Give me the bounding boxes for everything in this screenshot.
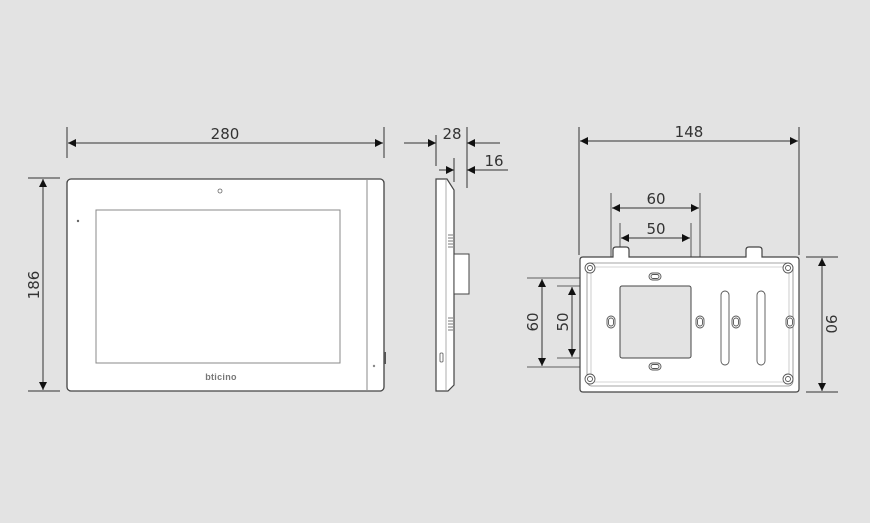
sensor-dot (372, 364, 376, 368)
side-port (439, 352, 444, 363)
hole-spacing-h-inner-label: 50 (646, 220, 665, 238)
bracket-height-label: 90 (822, 314, 840, 333)
hole-spacing-v-outer-label: 60 (524, 312, 542, 331)
depth-label: 28 (442, 125, 461, 143)
hole-spacing-h-outer-label: 60 (646, 190, 665, 208)
bracket-width-label: 148 (675, 123, 704, 141)
brand-logo: bticino (205, 372, 237, 382)
bracket-view: 148 60 50 60 50 90 (524, 123, 840, 393)
inner-depth-label: 16 (484, 152, 503, 170)
central-cutout (619, 285, 692, 359)
front-height-label: 186 (25, 271, 43, 300)
side-view: 28 16 (404, 125, 508, 392)
hole-spacing-v-inner-label: 50 (554, 312, 572, 331)
device-side-profile (435, 178, 455, 392)
camera-icon (217, 188, 223, 194)
front-view: 280 186 bticino (25, 125, 386, 392)
front-width-label: 280 (211, 125, 240, 143)
led-dot (76, 219, 80, 223)
touch-screen (95, 209, 341, 364)
